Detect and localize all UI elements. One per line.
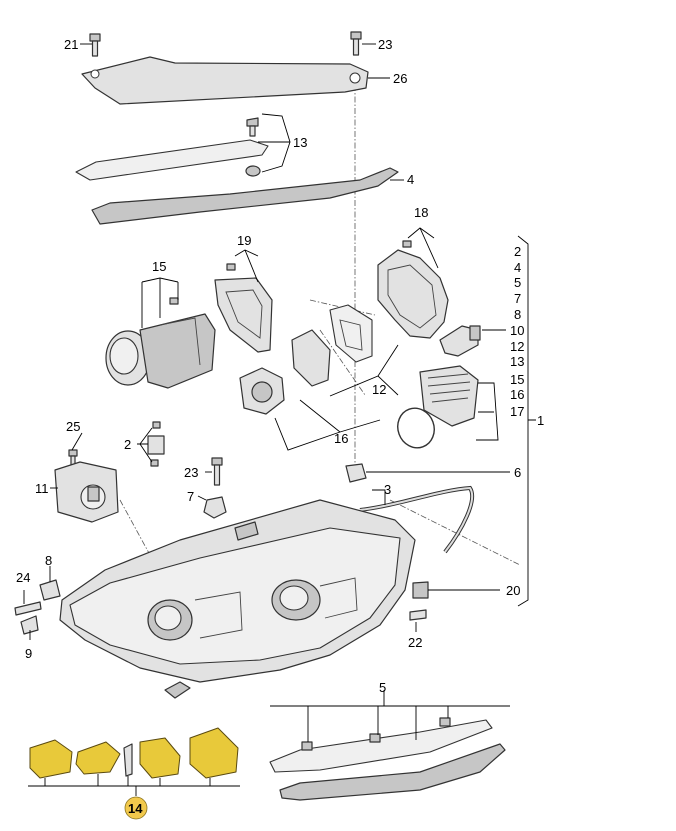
index-item: 8	[514, 307, 521, 322]
part-5-trim-strips	[269, 717, 506, 801]
screw-8	[39, 579, 61, 601]
part-11-control-unit	[54, 461, 119, 523]
label-2: 2	[124, 437, 131, 452]
label-1: 1	[537, 413, 544, 428]
index-item: 16	[510, 387, 524, 402]
part-17-heatsink	[397, 365, 479, 449]
label-23-top: 23	[378, 37, 392, 52]
index-item: 7	[514, 291, 521, 306]
clip-20	[412, 581, 429, 599]
label-9: 9	[25, 646, 32, 661]
label-10: 10	[510, 323, 524, 338]
part-19-frame	[214, 263, 273, 353]
part-3-cable	[359, 485, 475, 554]
part-15-projector	[105, 297, 216, 389]
index-item: 4	[514, 260, 521, 275]
part-10-connector	[439, 325, 481, 357]
callout-labels: 21 23 26 13 4 18 19 15 10 12 16 25 2 11 …	[16, 37, 544, 695]
screw-24	[14, 601, 42, 616]
label-26: 26	[393, 71, 407, 86]
label-14: 14	[128, 801, 143, 816]
part-2-bracket	[147, 421, 165, 467]
part-26-upper-bracket	[81, 56, 369, 105]
label-11: 11	[35, 481, 49, 496]
label-25: 25	[66, 419, 80, 434]
part-12-shrouds	[291, 304, 373, 387]
part-4-long-strip	[91, 167, 399, 225]
leader-lines	[23, 43, 536, 796]
assembly-1-index-list: 2 4 5 7 8 10 12 13 15 16 17	[510, 244, 524, 419]
screw-9	[20, 615, 39, 635]
label-23-middle: 23	[184, 465, 198, 480]
badge-14: 14	[124, 796, 148, 820]
bolt-21	[89, 33, 101, 57]
label-20: 20	[506, 583, 520, 598]
part-14-accessory-clips	[29, 727, 239, 779]
bolt-23-top	[350, 31, 362, 56]
label-5: 5	[379, 680, 386, 695]
part-18-cover	[377, 240, 449, 339]
label-6: 6	[514, 465, 521, 480]
index-item: 5	[514, 275, 521, 290]
label-13: 13	[293, 135, 307, 150]
label-19: 19	[237, 233, 251, 248]
label-4: 4	[407, 172, 414, 187]
part-13-trim-strip	[75, 117, 269, 181]
bolt-23-middle	[211, 457, 223, 486]
label-12: 12	[372, 382, 386, 397]
label-16: 16	[334, 431, 348, 446]
label-24: 24	[16, 570, 30, 585]
index-item: 15	[510, 372, 524, 387]
part-6-grommet	[345, 463, 367, 483]
label-18: 18	[414, 205, 428, 220]
screw-22	[409, 609, 427, 621]
clip-7	[203, 496, 227, 519]
part-1-headlight	[59, 499, 416, 699]
label-15: 15	[152, 259, 166, 274]
label-7: 7	[187, 489, 194, 504]
index-item: 2	[514, 244, 521, 259]
label-22: 22	[408, 635, 422, 650]
label-21: 21	[64, 37, 78, 52]
part-16-module	[239, 367, 285, 415]
index-item: 12	[510, 339, 524, 354]
label-3: 3	[384, 482, 391, 497]
index-item: 17	[510, 404, 524, 419]
index-item: 13	[510, 354, 524, 369]
label-8: 8	[45, 553, 52, 568]
